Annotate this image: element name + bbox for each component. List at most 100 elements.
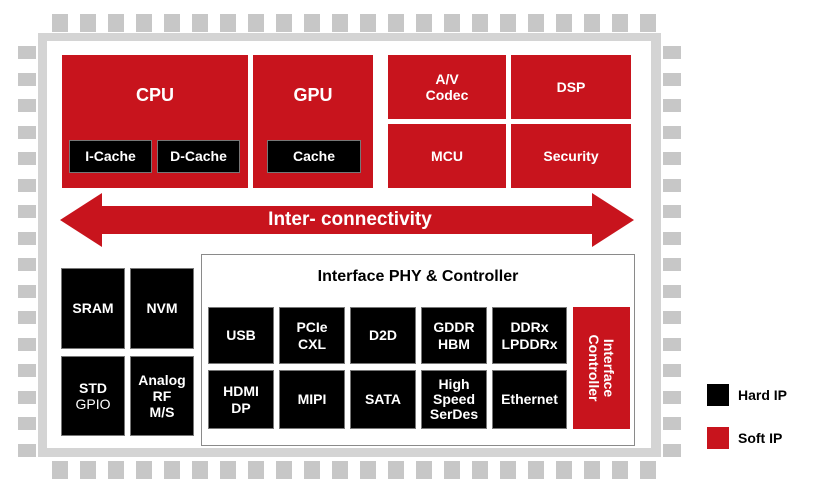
av-codec-line2: Codec bbox=[425, 87, 469, 103]
package-pin-bottom bbox=[108, 461, 124, 479]
package-pin-bottom bbox=[388, 461, 404, 479]
mcu-block: MCU bbox=[388, 124, 506, 188]
package-pin-bottom bbox=[360, 461, 376, 479]
package-pin-left bbox=[18, 258, 36, 271]
package-pin-left bbox=[18, 311, 36, 324]
package-pin-bottom bbox=[416, 461, 432, 479]
interface-phy-title: Interface PHY & Controller bbox=[317, 268, 519, 285]
d2d-block: D2D bbox=[350, 307, 416, 364]
package-pin-right bbox=[663, 152, 681, 165]
serdes-line3: SerDes bbox=[429, 405, 479, 422]
package-pin-bottom bbox=[528, 461, 544, 479]
interface-controller-line1: Interface bbox=[601, 338, 618, 398]
package-pin-right bbox=[663, 311, 681, 324]
package-pin-right bbox=[663, 443, 681, 457]
package-pin-top bbox=[108, 14, 124, 32]
sram-block: SRAM bbox=[61, 268, 125, 349]
analog-block: Analog RF M/S bbox=[130, 356, 194, 436]
legend-soft-label: Soft IP bbox=[738, 430, 783, 446]
package-pin-top bbox=[80, 14, 96, 32]
package-pin-top bbox=[472, 14, 488, 32]
package-pin-bottom bbox=[444, 461, 460, 479]
package-pin-bottom bbox=[612, 461, 628, 479]
hdmi-dp-block: HDMI DP bbox=[208, 370, 274, 429]
legend-soft-swatch bbox=[707, 427, 729, 449]
package-pin-top bbox=[276, 14, 292, 32]
package-pin-bottom bbox=[220, 461, 236, 479]
package-pin-left bbox=[18, 417, 36, 430]
interface-controller-line2: Controller bbox=[586, 334, 602, 402]
package-pin-bottom bbox=[164, 461, 180, 479]
package-pin-top bbox=[332, 14, 348, 32]
usb-block: USB bbox=[208, 307, 274, 364]
nvm-block: NVM bbox=[130, 268, 194, 349]
lpddrx-label: LPDDRx bbox=[501, 335, 558, 352]
package-pin-left bbox=[18, 99, 36, 112]
package-pin-bottom bbox=[584, 461, 600, 479]
package-pin-right bbox=[663, 46, 681, 59]
package-pin-bottom bbox=[332, 461, 348, 479]
std-gpio-block: STD GPIO bbox=[61, 356, 125, 436]
pcie-label: PCIe bbox=[296, 319, 328, 336]
package-pin-bottom bbox=[276, 461, 292, 479]
package-pin-right bbox=[663, 72, 681, 86]
sata-block: SATA bbox=[350, 370, 416, 429]
interface-controller-block: Interface Controller bbox=[573, 307, 630, 429]
gpio-label: GPIO bbox=[75, 396, 111, 412]
package-pin-left bbox=[18, 231, 36, 245]
legend-hard-swatch bbox=[707, 384, 729, 406]
package-pin-right bbox=[663, 125, 681, 139]
ethernet-block: Ethernet bbox=[492, 370, 567, 429]
package-pin-right bbox=[663, 390, 681, 404]
package-pin-left bbox=[18, 46, 36, 59]
package-pin-left bbox=[18, 72, 36, 86]
package-pin-left bbox=[18, 152, 36, 165]
dsp-block: DSP bbox=[511, 55, 631, 119]
gddr-hbm-block: GDDR HBM bbox=[421, 307, 487, 364]
package-pin-top bbox=[304, 14, 320, 32]
package-pin-top bbox=[416, 14, 432, 32]
pcie-cxl-block: PCIe CXL bbox=[279, 307, 345, 364]
legend-hard-label: Hard IP bbox=[738, 387, 788, 403]
package-pin-bottom bbox=[52, 461, 68, 479]
hdmi-label: HDMI bbox=[223, 383, 259, 400]
package-pin-top bbox=[192, 14, 208, 32]
serdes-block: High Speed SerDes bbox=[421, 370, 487, 429]
package-pin-right bbox=[663, 99, 681, 112]
interface-controller-text: Interface Controller bbox=[584, 307, 618, 429]
cpu-block: CPU I-Cache D-Cache bbox=[62, 55, 248, 188]
package-pin-top bbox=[388, 14, 404, 32]
package-pin-top bbox=[500, 14, 516, 32]
security-block: Security bbox=[511, 124, 631, 188]
package-pin-right bbox=[663, 205, 681, 218]
package-pin-bottom bbox=[472, 461, 488, 479]
package-pin-bottom bbox=[304, 461, 320, 479]
std-label: STD bbox=[79, 379, 107, 396]
package-pin-left bbox=[18, 337, 36, 351]
package-pin-top bbox=[360, 14, 376, 32]
serdes-line2: Speed bbox=[432, 391, 475, 408]
package-pin-right bbox=[663, 337, 681, 351]
package-pin-top bbox=[164, 14, 180, 32]
sata-label: SATA bbox=[364, 391, 402, 408]
package-pin-left bbox=[18, 364, 36, 377]
serdes-line1: High bbox=[438, 376, 470, 393]
package-pin-right bbox=[663, 364, 681, 377]
package-pin-top bbox=[556, 14, 572, 32]
av-codec-block: A/V Codec bbox=[388, 55, 506, 119]
package-pin-bottom bbox=[500, 461, 516, 479]
package-pin-top bbox=[528, 14, 544, 32]
mipi-label: MIPI bbox=[297, 391, 327, 408]
package-pin-right bbox=[663, 231, 681, 245]
package-pin-left bbox=[18, 390, 36, 404]
hbm-label: HBM bbox=[438, 335, 470, 352]
package-pin-top bbox=[136, 14, 152, 32]
d2d-label: D2D bbox=[368, 327, 397, 344]
mipi-block: MIPI bbox=[279, 370, 345, 429]
analog-line2: RF bbox=[152, 387, 172, 404]
dcache-block: D-Cache bbox=[157, 140, 240, 173]
package-pin-bottom bbox=[640, 461, 656, 479]
interconnect-arrow bbox=[60, 193, 634, 247]
dp-label: DP bbox=[231, 399, 251, 416]
av-codec-line1: A/V bbox=[435, 70, 459, 87]
